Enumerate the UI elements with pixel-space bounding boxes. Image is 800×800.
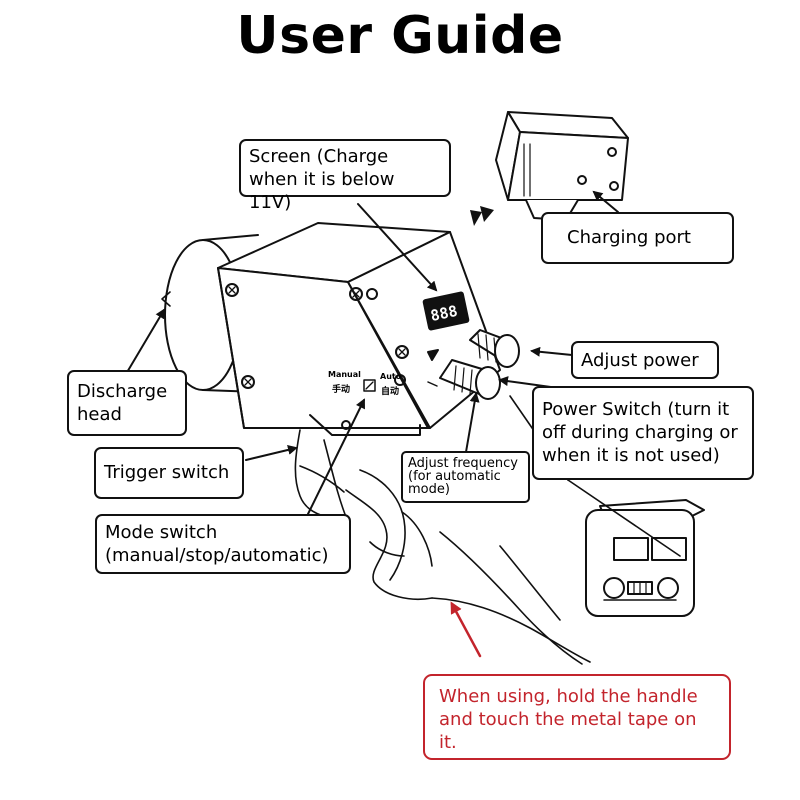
auto-marking-zh: 自动 (381, 387, 400, 397)
adjust-power-label: Adjust power (571, 341, 719, 379)
screen-label: Screen (Charge when it is below 11V) (239, 139, 451, 213)
svg-text:888: 888 (429, 302, 459, 325)
device-body: 888 (217, 222, 501, 436)
manual-marking-zh: 手动 (332, 385, 351, 395)
charging-port-label: Charging port (541, 212, 734, 264)
knobs (427, 329, 520, 400)
discharge-head-label: Discharge head (67, 370, 187, 436)
charging-port-device (470, 111, 629, 226)
trigger-switch-label: Trigger switch (94, 447, 244, 499)
mode-switch-label: Mode switch (manual/stop/automatic) (95, 514, 351, 574)
adjust-frequency-label: Adjust frequency (for automatic mode) (401, 451, 530, 503)
manual-marking-en: Manual (328, 370, 361, 379)
power-switch-label: Power Switch (turn it off during chargin… (532, 386, 754, 480)
charger-unit (585, 499, 705, 617)
auto-marking-en: Auto (380, 372, 402, 381)
page-title: User Guide (236, 6, 564, 66)
hold-instruction-label: When using, hold the handle and touch th… (423, 674, 731, 760)
